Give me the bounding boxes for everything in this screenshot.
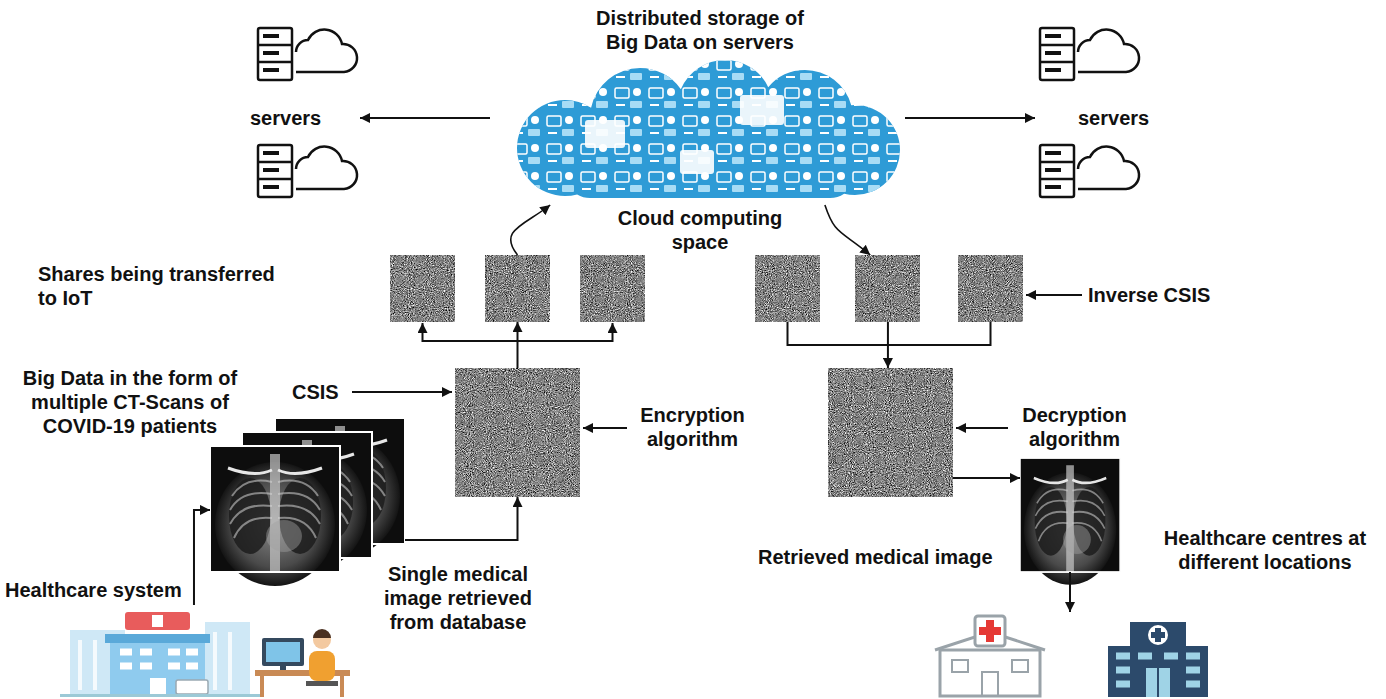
server-icon bbox=[1040, 145, 1139, 197]
hospital-icon bbox=[975, 616, 1005, 646]
healthcare-system: Healthcare system bbox=[60, 605, 350, 697]
branch-line bbox=[788, 322, 889, 345]
node-label: Decryption algorithm bbox=[1012, 403, 1137, 451]
healthcare-illustration bbox=[262, 638, 304, 666]
xray-image bbox=[1020, 458, 1120, 585]
hospital-icon bbox=[1151, 632, 1165, 638]
hospital-icon bbox=[979, 627, 1001, 635]
healthcare-illustration bbox=[266, 642, 300, 662]
noise-share bbox=[580, 255, 645, 322]
cloud-shape bbox=[490, 55, 905, 205]
encrypted-image bbox=[455, 368, 580, 497]
leader-arrow bbox=[1026, 294, 1082, 296]
hospital-icon bbox=[1148, 625, 1168, 645]
connector-arrow bbox=[887, 322, 889, 368]
noise-share bbox=[390, 255, 455, 322]
encrypted-image: CSISEncryption algorithm bbox=[455, 368, 580, 497]
ct-scan-stack: Big Data in the form of multiple CT-Scan… bbox=[210, 418, 405, 572]
cloud-storage: Distributed storage of Big Data on serve… bbox=[490, 5, 905, 205]
healthcare-illustration bbox=[280, 666, 286, 670]
server-group: servers bbox=[245, 25, 360, 200]
noise-share bbox=[390, 255, 1023, 322]
encrypted-image: Decryption algorithm bbox=[828, 368, 953, 497]
healthcare-illustration bbox=[255, 670, 350, 676]
healthcare-illustration bbox=[306, 681, 338, 686]
connector-arrow bbox=[517, 322, 519, 368]
hospital-icon bbox=[1108, 646, 1208, 697]
node-label: Distributed storage of Big Data on serve… bbox=[585, 6, 815, 54]
encrypted-image bbox=[455, 368, 953, 497]
healthcare-illustration bbox=[105, 634, 210, 643]
hospital-icon bbox=[1130, 622, 1186, 648]
healthcare-illustration bbox=[120, 652, 198, 666]
hospital-icon bbox=[982, 672, 998, 696]
noise-share bbox=[755, 255, 820, 322]
noise-share bbox=[855, 255, 920, 322]
cloud-shape bbox=[740, 95, 784, 125]
leader-arrow bbox=[956, 427, 1008, 429]
cloud-shape bbox=[490, 55, 905, 205]
connector-arrow bbox=[953, 477, 1020, 479]
node-label: servers bbox=[1078, 106, 1158, 130]
healthcare-illustration bbox=[152, 615, 163, 627]
encrypted-image bbox=[828, 368, 953, 497]
connector-arrow bbox=[194, 510, 210, 605]
xray-image: Retrieved medical image bbox=[1020, 458, 1120, 572]
hospital-icon bbox=[952, 660, 968, 672]
node-label: Retrieved medical image bbox=[758, 545, 1008, 569]
cloud-shape bbox=[680, 150, 714, 174]
connector-arrow bbox=[360, 117, 490, 119]
node-label: Inverse CSIS bbox=[1088, 283, 1223, 307]
branch-line bbox=[888, 322, 991, 345]
healthcare-illustration bbox=[205, 622, 250, 697]
healthcare-illustration bbox=[309, 651, 335, 681]
node-label: Healthcare system bbox=[5, 578, 191, 602]
connector-arrow bbox=[905, 117, 1035, 119]
branch-line bbox=[423, 323, 518, 341]
noise-share bbox=[485, 255, 550, 322]
hospital-icon bbox=[940, 650, 1040, 696]
branch-line bbox=[518, 323, 613, 341]
hospital-icon bbox=[1157, 668, 1159, 697]
connector-arrow bbox=[511, 205, 551, 255]
healthcare-illustration bbox=[60, 612, 350, 697]
cloud-shape bbox=[490, 55, 905, 205]
node-label: Big Data in the form of multiple CT-Scan… bbox=[5, 366, 255, 438]
server-group: servers bbox=[1035, 25, 1155, 200]
server-icon bbox=[258, 145, 357, 197]
xray-image bbox=[210, 446, 340, 586]
hospital-icon bbox=[1012, 660, 1028, 672]
node-label: CSIS bbox=[292, 380, 348, 404]
node-label: servers bbox=[250, 106, 340, 130]
node-label: Healthcare centres at different location… bbox=[1150, 526, 1380, 574]
leader-arrow bbox=[583, 427, 627, 429]
healthcare-illustration bbox=[176, 680, 208, 694]
healthcare-illustration bbox=[313, 629, 331, 638]
node-label: Encryption algorithm bbox=[630, 403, 755, 451]
server-icon bbox=[1040, 28, 1139, 80]
cloud-shape bbox=[585, 120, 625, 148]
healthcare-illustration bbox=[60, 694, 260, 697]
healthcare-illustration bbox=[125, 612, 190, 630]
leader-arrow bbox=[352, 391, 452, 393]
healthcare-centres: Healthcare centres at different location… bbox=[915, 612, 1220, 697]
connector-arrow bbox=[1069, 572, 1071, 612]
connector-arrow bbox=[825, 205, 870, 255]
share-group: Shares being transferred to IoT bbox=[390, 255, 645, 322]
noise-share bbox=[958, 255, 1023, 322]
hospital-icon bbox=[1146, 668, 1170, 697]
edge-label: Single medical image retrieved from data… bbox=[368, 562, 548, 634]
share-group: Inverse CSIS bbox=[755, 255, 1023, 322]
node-label: Shares being transferred to IoT bbox=[38, 262, 288, 310]
connector-arrow bbox=[405, 497, 518, 540]
node-label: Cloud computing space bbox=[600, 206, 800, 254]
branch-line bbox=[423, 322, 991, 345]
hospital-icon bbox=[935, 616, 1208, 697]
server-icon bbox=[258, 28, 357, 80]
